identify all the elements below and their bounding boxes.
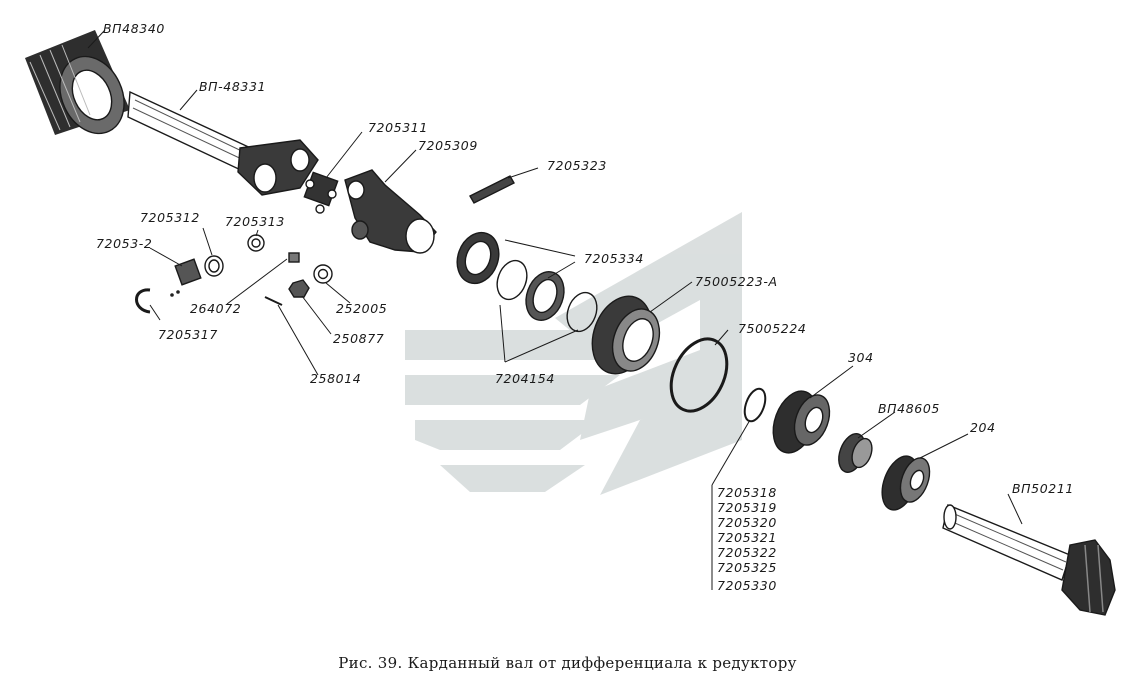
- part-vp48605: [838, 433, 873, 473]
- part-7205309: [344, 169, 437, 254]
- part-258014: [264, 296, 283, 306]
- label-stack-4: 7205322: [717, 545, 777, 560]
- part-252005: [313, 264, 333, 284]
- label-stack-1: 7205319: [717, 500, 777, 515]
- label-75005224: 75005224: [738, 321, 806, 336]
- label-stack-6: 7205330: [717, 578, 777, 593]
- label-204: 204: [970, 420, 996, 435]
- label-7205334: 7205334: [584, 251, 644, 266]
- label-264072: 264072: [190, 301, 241, 316]
- label-7204154: 7204154: [495, 371, 555, 386]
- part-7205313: [247, 234, 265, 252]
- label-7205309: 7205309: [418, 138, 478, 153]
- part-7205323: [469, 175, 515, 204]
- label-stack-2: 7205320: [717, 515, 777, 530]
- part-250877: [288, 279, 310, 298]
- figure-caption: Рис. 39. Карданный вал от дифференциала …: [338, 654, 797, 672]
- part-7205334: [456, 231, 598, 333]
- part-7205311: [303, 171, 339, 214]
- label-7205323: 7205323: [547, 158, 607, 173]
- label-75005223a: 75005223-А: [695, 274, 778, 289]
- label-stack-5: 7205325: [717, 560, 777, 575]
- label-250877: 250877: [333, 331, 384, 346]
- part-snap-ring: [743, 387, 767, 423]
- part-7205312: [204, 255, 224, 277]
- part-75005224: [669, 337, 729, 413]
- label-stack-3: 7205321: [717, 530, 777, 545]
- part-vp48340: [25, 30, 130, 135]
- label-vp50211: ВП50211: [1012, 481, 1074, 496]
- part-204: [881, 455, 931, 511]
- part-264072: [288, 252, 300, 263]
- label-7205313: 7205313: [225, 214, 285, 229]
- label-vp48605: ВП48605: [878, 401, 940, 416]
- label-304: 304: [848, 350, 874, 365]
- label-vp48340: ВП48340: [103, 21, 165, 36]
- label-252005: 252005: [336, 301, 387, 316]
- label-72053-2: 72053-2: [96, 236, 152, 251]
- part-304: [772, 390, 831, 454]
- label-258014: 258014: [310, 371, 361, 386]
- label-7205312: 7205312: [140, 210, 200, 225]
- part-labels: ВП48340 ВП-48331 7205311 7205309 7205323…: [96, 21, 1074, 593]
- part-7205317: [135, 288, 151, 314]
- part-vp48331: [127, 90, 319, 196]
- label-7205317: 7205317: [158, 327, 218, 342]
- leader-lines: [87, 29, 1023, 590]
- part-75005223a: [591, 295, 661, 375]
- label-7205311: 7205311: [368, 120, 428, 135]
- part-72053-2: [170, 258, 202, 297]
- label-stack-0: 7205318: [717, 485, 777, 500]
- label-vp48331: ВП-48331: [199, 79, 266, 94]
- watermark-logo: [405, 212, 742, 495]
- part-vp50211: [942, 504, 1116, 616]
